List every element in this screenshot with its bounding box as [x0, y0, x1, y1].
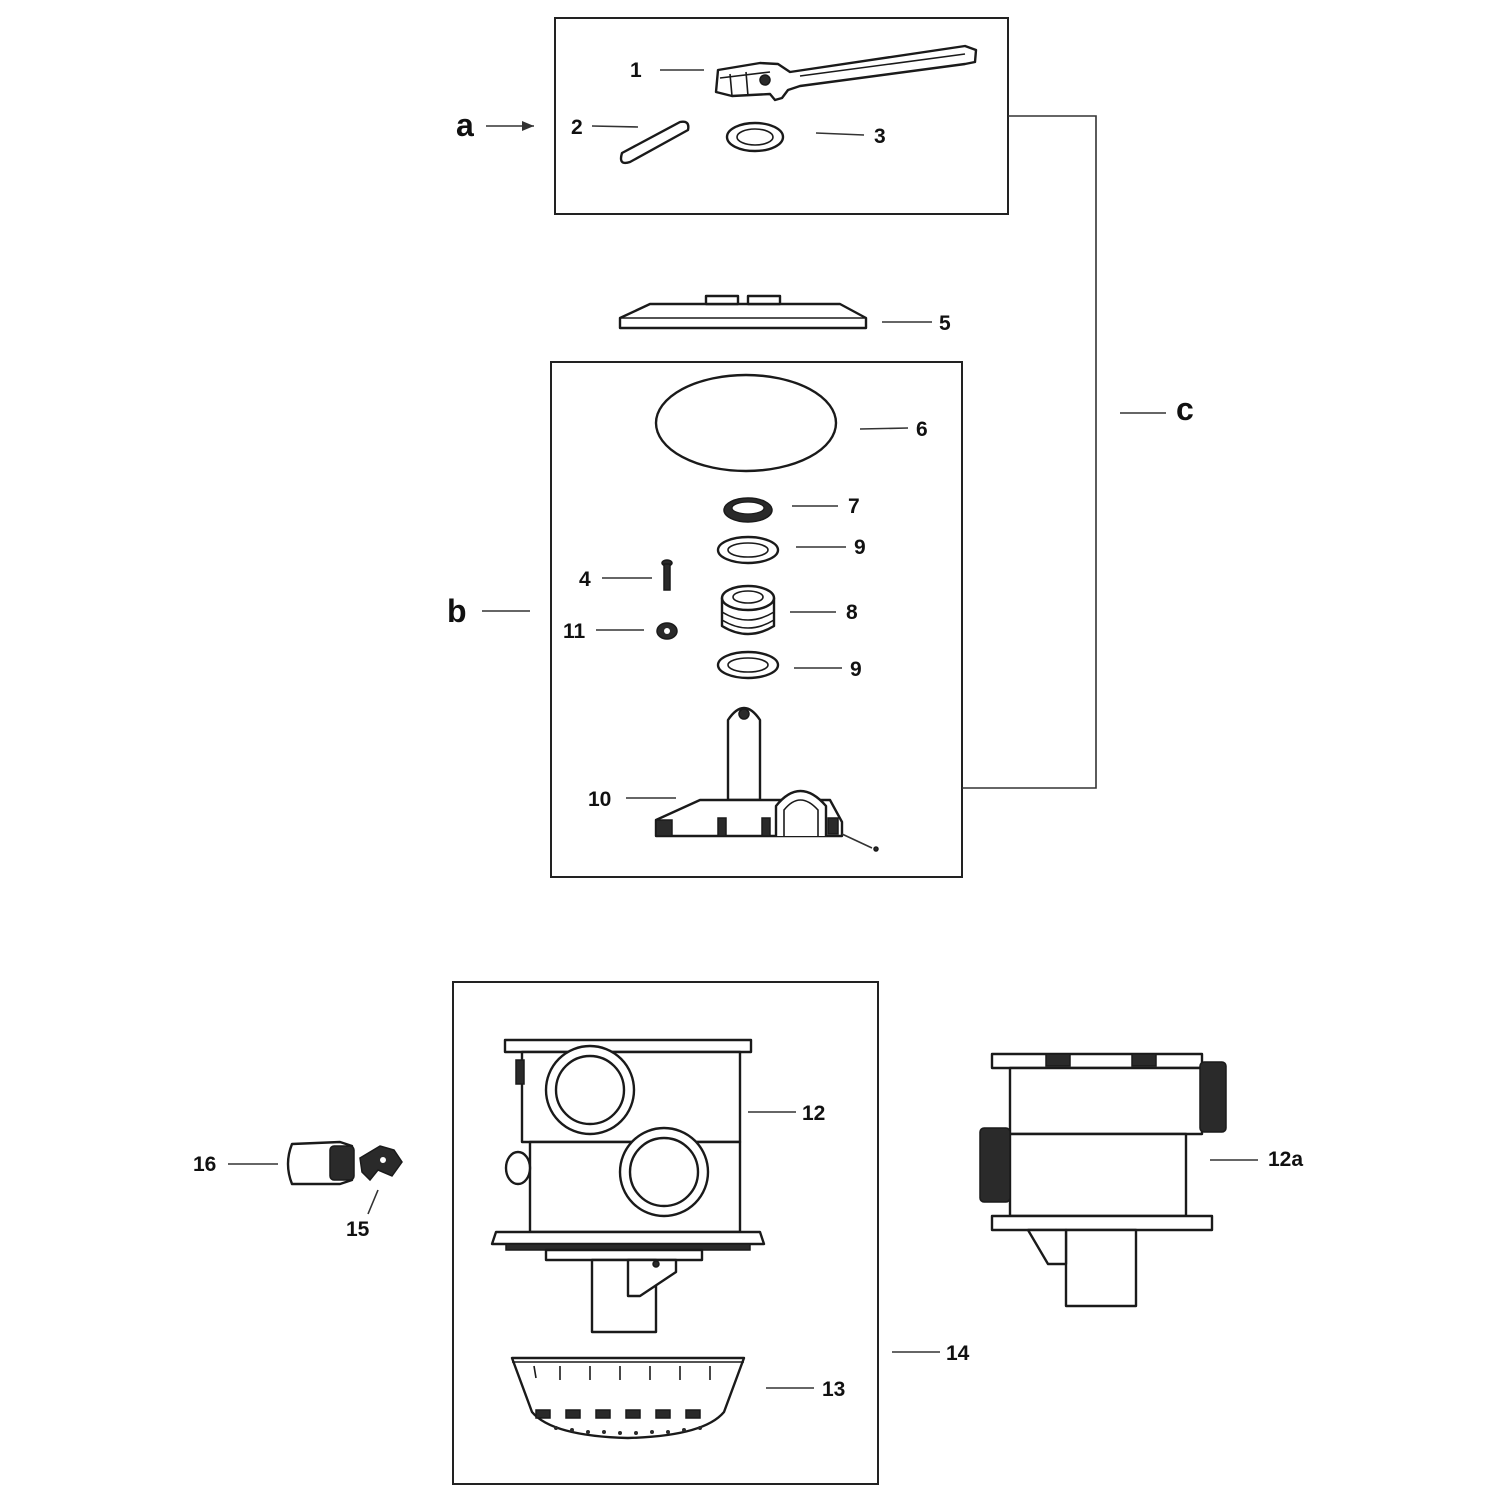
part-label-8: 8 — [846, 601, 858, 624]
handle-lever — [714, 44, 978, 102]
bushing — [720, 584, 776, 636]
pin — [619, 120, 690, 165]
part-label-12a: 12a — [1268, 1148, 1303, 1171]
part-label-9-lower: 9 — [850, 658, 862, 681]
part-label-11: 11 — [563, 620, 586, 643]
nut — [656, 622, 678, 640]
seal-ring — [723, 497, 773, 523]
group-label-b: b — [447, 593, 467, 629]
valve-body — [490, 1038, 766, 1334]
part-label-6: 6 — [916, 418, 928, 441]
part-label-2: 2 — [571, 116, 583, 139]
part-label-9-upper: 9 — [854, 536, 866, 559]
part-label-4: 4 — [579, 568, 591, 591]
part-label-14: 14 — [946, 1342, 970, 1365]
group-a-box — [554, 17, 1009, 215]
strainer-basket — [510, 1356, 746, 1440]
part-label-16: 16 — [193, 1153, 216, 1176]
part-label-12: 12 — [802, 1102, 825, 1125]
group-c-bracket — [962, 115, 1097, 789]
screw — [661, 559, 673, 591]
drain-plug — [286, 1140, 355, 1186]
group-label-a: a — [456, 107, 474, 143]
leader-lines — [228, 69, 1258, 1389]
large-gasket — [654, 373, 838, 473]
cover-plate — [618, 294, 868, 330]
group-14-box — [452, 981, 879, 1485]
washer-lower — [716, 650, 780, 680]
valve-body-alternate — [979, 1052, 1227, 1308]
group-b-box — [550, 361, 963, 878]
part-label-1: 1 — [630, 59, 642, 82]
part-label-3: 3 — [874, 125, 886, 148]
part-label-15: 15 — [346, 1218, 370, 1241]
group-label-c: c — [1176, 391, 1194, 427]
part-label-7: 7 — [848, 495, 860, 518]
part-label-5: 5 — [939, 312, 951, 335]
drain-key — [359, 1145, 403, 1182]
washer-upper — [716, 535, 780, 565]
rotor-assembly — [654, 706, 879, 852]
arrow-head — [522, 121, 534, 131]
part-label-13: 13 — [822, 1378, 845, 1401]
part-label-10: 10 — [588, 788, 611, 811]
o-ring-small — [725, 121, 785, 153]
